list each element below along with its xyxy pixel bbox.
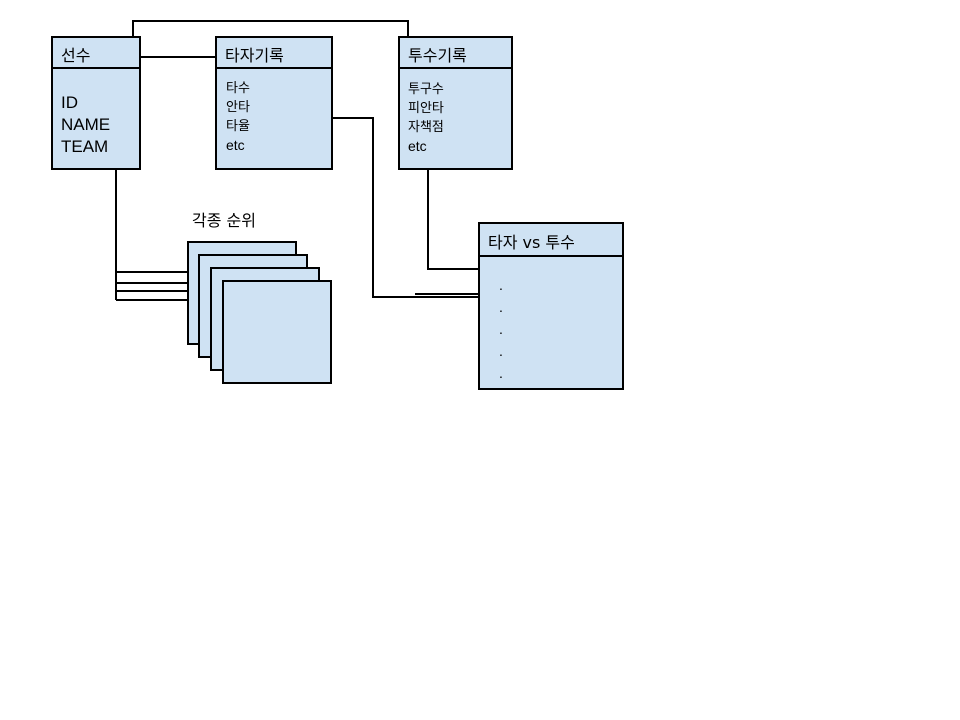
entity-matchup-row: . [499, 365, 503, 381]
entity-matchup-row: . [499, 299, 503, 315]
entity-pitching-field: 피안타 [408, 101, 444, 116]
entity-pitching: 투수기록 투구수 피안타 자책점 etc [398, 36, 513, 170]
entity-batting-title: 타자기록 [225, 46, 284, 65]
entity-pitching-field: 투구수 [408, 82, 444, 97]
entity-player-box [51, 36, 141, 170]
ranking-sheet [222, 280, 332, 384]
entity-matchup-row: . [499, 321, 503, 337]
entity-player-field: ID [61, 93, 78, 112]
entity-pitching-field: etc [408, 138, 427, 154]
entity-pitching-box [398, 36, 513, 170]
entity-batting-field: etc [226, 137, 245, 153]
entity-batting-field: 타율 [226, 119, 250, 134]
entity-batting: 타자기록 타수 안타 타율 etc [215, 36, 333, 170]
rankings-label: 각종 순위 [192, 211, 256, 230]
rankings-stack: 각종 순위 [187, 211, 332, 384]
entity-matchup: 타자 vs 투수 . . . . . [478, 222, 624, 390]
entity-matchup-row: . [499, 277, 503, 293]
entity-batting-field: 타수 [226, 81, 250, 96]
entity-player-field: NAME [61, 115, 110, 134]
connector-pitching-matchup [427, 170, 479, 270]
entity-player-field: TEAM [61, 137, 108, 156]
entity-batting-box [215, 36, 333, 170]
entity-pitching-field: 자책점 [408, 120, 444, 135]
entity-matchup-box [478, 222, 624, 390]
entity-player: 선수 ID NAME TEAM [51, 36, 141, 170]
connector-player-pitching [132, 20, 409, 36]
entity-player-title: 선수 [61, 46, 90, 65]
connector-batting-matchup [332, 117, 479, 298]
entity-matchup-row: . [499, 343, 503, 359]
entity-batting-field: 안타 [226, 100, 250, 115]
entity-matchup-title: 타자 vs 투수 [488, 233, 575, 252]
entity-pitching-title: 투수기록 [408, 46, 467, 65]
